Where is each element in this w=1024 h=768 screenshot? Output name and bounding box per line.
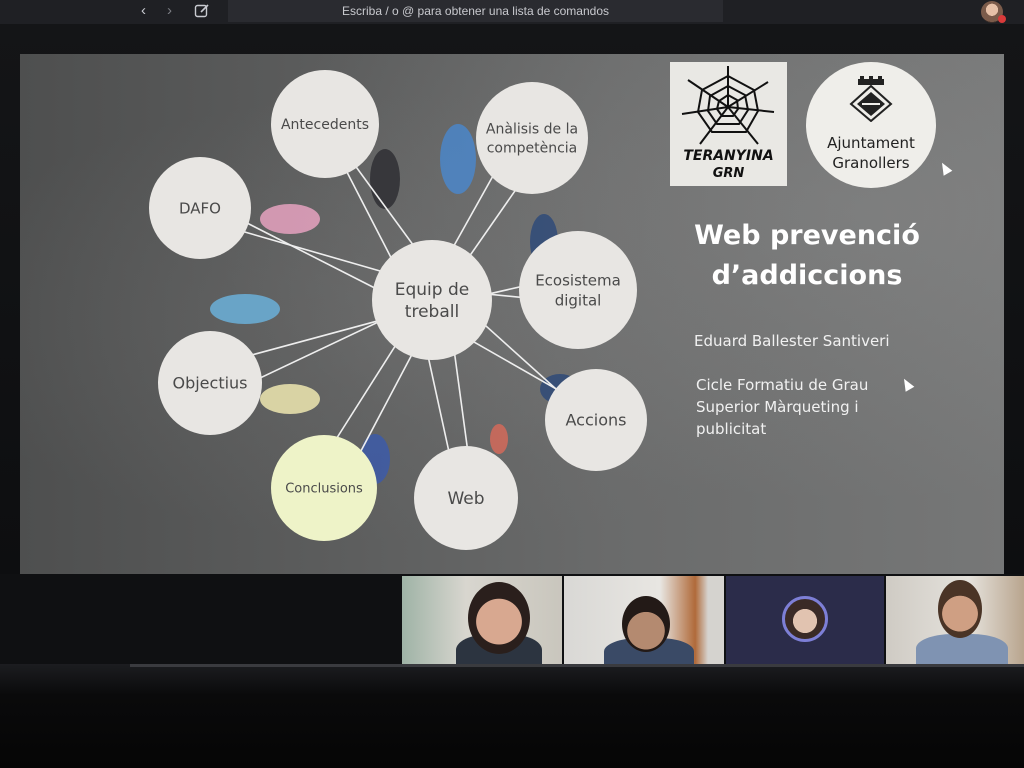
bubble-label: treball xyxy=(405,302,459,322)
bubble-analisi: Anàlisis de la competència xyxy=(476,82,588,194)
bubble-accions: Accions xyxy=(545,369,647,471)
person-figure xyxy=(210,294,280,324)
bubble-ecosistema: Ecosistema digital xyxy=(519,231,637,349)
participant-video-2[interactable] xyxy=(564,576,724,664)
granollers-line2: Granollers xyxy=(832,154,910,172)
bubble-label: DAFO xyxy=(179,199,221,217)
course-name: Cicle Formatiu de Grau Superior Màrqueti… xyxy=(696,374,916,440)
person-figure xyxy=(370,149,400,209)
spider-web-icon xyxy=(681,66,775,145)
person-figure xyxy=(260,384,320,414)
granollers-logo: Ajuntament Granollers xyxy=(806,62,936,188)
coat-of-arms-icon xyxy=(849,76,893,122)
person-figure xyxy=(490,424,508,454)
participant-video-1[interactable] xyxy=(402,576,562,664)
bubble-label: digital xyxy=(555,291,602,309)
bubble-dafo: DAFO xyxy=(149,157,251,259)
bubble-label: Antecedents xyxy=(281,117,369,133)
bubble-label: Conclusions xyxy=(285,482,363,497)
bubble-label: Anàlisis de la xyxy=(486,121,578,137)
bubble-label: Objectius xyxy=(172,374,247,393)
bubble-label: Web xyxy=(447,489,484,509)
teranyina-logo: TERANYINA GRN xyxy=(670,62,787,186)
bubble-label: competència xyxy=(487,140,578,156)
title-line-1: Web prevenció xyxy=(694,220,920,251)
desk-area xyxy=(0,664,1024,768)
course-line-2: Superior Màrqueting i xyxy=(696,398,859,416)
bubble-label: Ecosistema xyxy=(535,271,621,289)
granollers-line1: Ajuntament xyxy=(827,134,915,152)
teranyina-sub: GRN xyxy=(712,166,745,181)
participant-video-3[interactable] xyxy=(726,576,884,664)
command-search-input[interactable]: Escriba / o @ para obtener una lista de … xyxy=(228,0,723,22)
course-line-3: publicitat xyxy=(696,420,767,438)
person-figure xyxy=(260,204,320,234)
course-line-1: Cicle Formatiu de Grau xyxy=(696,376,869,394)
bubble-objectius: Objectius xyxy=(158,331,262,435)
slide-title: Web prevenció d’addiccions xyxy=(672,216,942,296)
teranyina-name: TERANYINA xyxy=(683,148,774,164)
participant-avatar xyxy=(782,596,828,642)
screen-edge xyxy=(130,664,1024,667)
topic-diagram: Antecedents Anàlisis de la competènciaDAFO… xyxy=(149,70,647,550)
person-figure xyxy=(440,124,476,194)
bubble-antecedents: Antecedents xyxy=(271,70,379,178)
participants-strip xyxy=(0,574,1024,668)
title-line-2: d’addiccions xyxy=(711,260,903,291)
top-toolbar: ‹ › Escriba / o @ para obtener una lista… xyxy=(0,0,1024,24)
presenter-name: Eduard Ballester Santiveri xyxy=(694,332,890,350)
chevron-right-icon[interactable]: › xyxy=(167,2,172,19)
chevron-left-icon[interactable]: ‹ xyxy=(141,2,146,19)
user-avatar[interactable] xyxy=(981,1,1003,23)
bubble-conclusions: Conclusions xyxy=(271,435,377,541)
compose-icon[interactable] xyxy=(194,3,210,19)
status-dot xyxy=(998,15,1006,23)
bubble-label: Accions xyxy=(566,411,627,430)
bubble-web: Web xyxy=(414,446,518,550)
bubble-label: Equip de xyxy=(395,280,469,300)
participant-video-4[interactable] xyxy=(886,576,1024,664)
